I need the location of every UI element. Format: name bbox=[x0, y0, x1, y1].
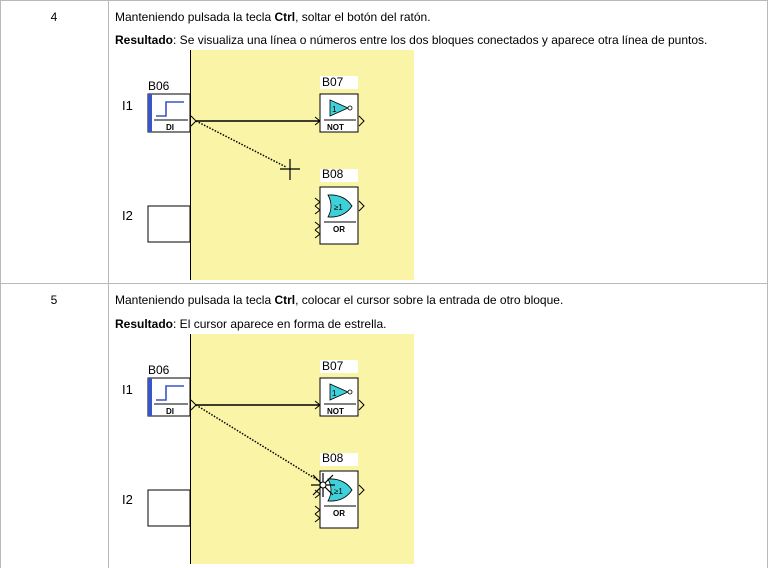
step-number: 5 bbox=[50, 293, 58, 307]
step-signal-icon bbox=[156, 101, 184, 117]
input-block-i2[interactable] bbox=[147, 205, 191, 243]
result-text: : Se visualiza una línea o números entre… bbox=[173, 33, 708, 47]
result-label: Resultado bbox=[115, 317, 174, 331]
block-label-b06: B06 bbox=[148, 79, 170, 93]
dotted-link-line bbox=[195, 404, 325, 485]
result-text: : El cursor aparece en forma de estrella… bbox=[173, 317, 387, 331]
dotted-link-line bbox=[195, 120, 287, 168]
row-divider bbox=[0, 283, 768, 284]
table-border-right bbox=[767, 0, 768, 568]
step-signal-icon bbox=[156, 385, 184, 401]
input-label-i1: I1 bbox=[122, 98, 133, 113]
block-label-b08: B08 bbox=[322, 167, 344, 181]
not-gate-symbol: 1 bbox=[332, 105, 337, 114]
di-label: DI bbox=[166, 123, 174, 132]
diagram-canvas bbox=[190, 50, 414, 280]
di-block[interactable]: DI bbox=[147, 93, 191, 133]
step-number: 4 bbox=[50, 10, 58, 24]
block-label-b06: B06 bbox=[148, 363, 170, 377]
step-result: Resultado: El cursor aparece en forma de… bbox=[115, 317, 386, 331]
or-block[interactable]: ≥1 OR bbox=[319, 470, 359, 529]
instruction-key: Ctrl bbox=[274, 293, 296, 307]
instruction-text: , soltar el botón del ratón. bbox=[295, 10, 431, 24]
input-label-i1: I1 bbox=[122, 382, 133, 397]
step-instruction: Manteniendo pulsada la tecla Ctrl, coloc… bbox=[115, 293, 563, 307]
step-instruction: Manteniendo pulsada la tecla Ctrl, solta… bbox=[115, 10, 431, 24]
result-label: Resultado bbox=[115, 33, 174, 47]
step-result: Resultado: Se visualiza una línea o núme… bbox=[115, 33, 707, 47]
input-label-i2: I2 bbox=[122, 208, 133, 223]
or-gate-symbol: ≥1 bbox=[334, 203, 343, 212]
input-block-i2[interactable] bbox=[147, 489, 191, 527]
di-block[interactable]: DI bbox=[147, 377, 191, 417]
block-label-b08: B08 bbox=[322, 451, 344, 465]
star-cursor-icon bbox=[311, 473, 335, 497]
or-block[interactable]: ≥1 OR bbox=[319, 186, 359, 245]
diagram-step-5: I1 I2 B06 DI B07 1 bbox=[114, 334, 414, 564]
block-label-b07: B07 bbox=[322, 75, 344, 89]
or-label: OR bbox=[333, 509, 345, 518]
not-block[interactable]: 1 NOT bbox=[319, 93, 359, 133]
table-border-left bbox=[0, 0, 1, 568]
di-label: DI bbox=[166, 407, 174, 416]
instruction-text: , colocar el cursor sobre la entrada de … bbox=[295, 293, 564, 307]
diagram-step-4: I1 I2 B06 DI bbox=[114, 50, 414, 280]
instruction-text: Manteniendo pulsada la tecla bbox=[115, 10, 275, 24]
not-label: NOT bbox=[327, 123, 344, 132]
input-label-i2: I2 bbox=[122, 492, 133, 507]
table-border-top bbox=[0, 0, 768, 1]
or-gate-symbol: ≥1 bbox=[334, 487, 343, 496]
diagram-canvas bbox=[190, 334, 414, 564]
block-label-b07: B07 bbox=[322, 359, 344, 373]
instruction-key: Ctrl bbox=[274, 10, 296, 24]
not-gate-icon bbox=[329, 99, 349, 117]
instruction-text: Manteniendo pulsada la tecla bbox=[115, 293, 275, 307]
not-gate-symbol: 1 bbox=[332, 389, 337, 398]
not-block[interactable]: 1 NOT bbox=[319, 377, 359, 417]
column-divider bbox=[108, 0, 109, 568]
not-gate-icon bbox=[329, 383, 349, 401]
or-label: OR bbox=[333, 225, 345, 234]
or-gate-icon bbox=[327, 194, 353, 218]
not-label: NOT bbox=[327, 407, 344, 416]
crosshair-cursor-icon bbox=[280, 159, 300, 180]
